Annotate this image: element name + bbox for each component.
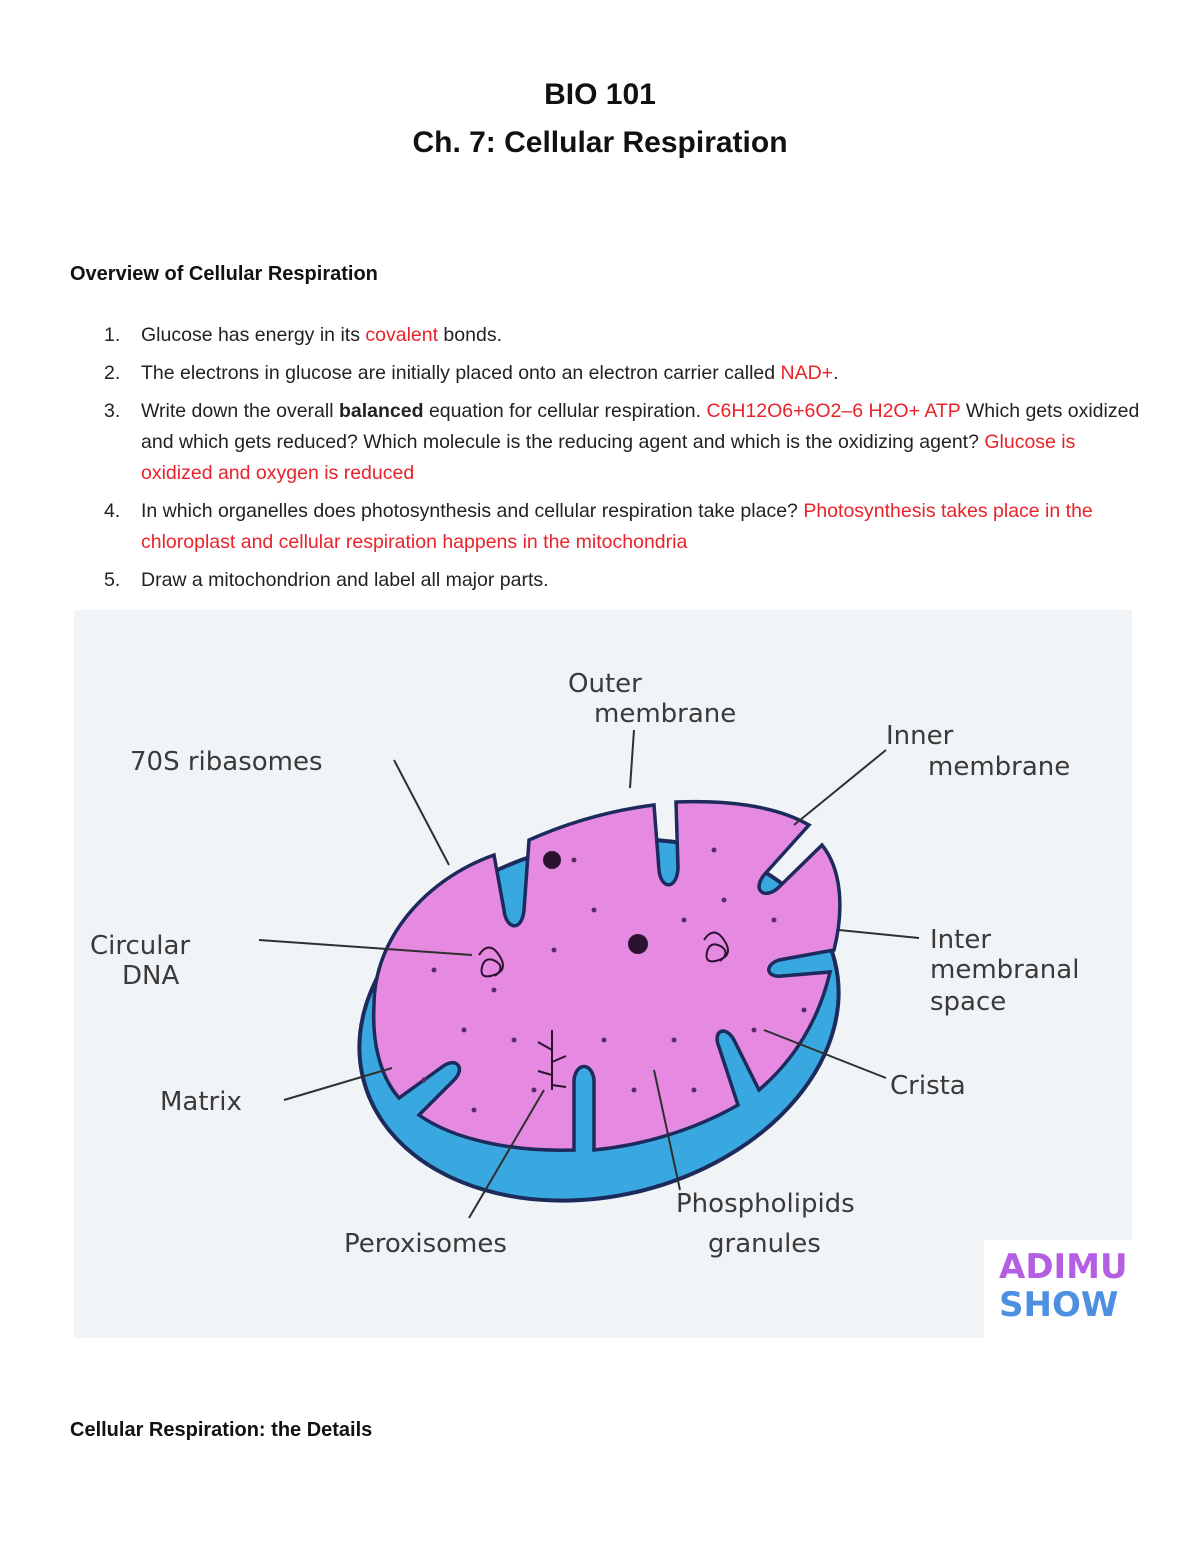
label-outer-line2: membrane [594,699,736,729]
answer-text: covalent [365,324,439,346]
label-dna-line1: Circular [90,931,190,961]
question-item: 1. Glucose has energy in its covalent bon… [70,320,1140,351]
ribosome-cluster [537,1030,567,1090]
label-matrix: Matrix [160,1087,242,1117]
question-number: 1. [104,324,121,346]
question-item: 3. Write down the overall balanced equati… [70,396,1140,489]
question-text: In which organelles does photosynthesis … [141,500,804,522]
circular-dna-shape [478,931,729,978]
question-text: . [833,362,839,384]
logo-backdrop [984,1240,1132,1338]
label-inter-line3: space [930,987,1006,1017]
document-title: BIO 101 [544,78,656,111]
label-dna-line2: DNA [122,961,179,991]
section-heading-overview: Overview of Cellular Respiration [70,263,378,285]
label-inner-line2: membrane [928,752,1070,782]
question-text: Which gets oxidized and which gets reduc… [141,400,1140,453]
label-inter-line2: membranal [930,955,1079,985]
question-text: balanced [338,400,424,422]
label-ribosomes: 70S ribasomes [130,747,323,777]
answer-text: NAD+ [780,362,834,384]
question-text: The electrons in glucose are initially p… [141,362,781,384]
section-heading-details: Cellular Respiration: the Details [70,1419,373,1441]
question-item: 2. The electrons in glucose are initially… [70,358,1140,389]
watermark-logo-line2: SHOW [999,1285,1118,1325]
question-text: equation for cellular respiration. [423,400,707,422]
question-text: Draw a mitochondrion and label all major… [141,569,549,591]
question-number: 5. [104,569,121,591]
question-number: 2. [104,362,121,384]
question-list: 1. Glucose has energy in its covalent bon… [70,320,1140,603]
matrix-granule-large [628,934,648,954]
question-number: 4. [104,500,121,522]
label-crista: Crista [890,1071,966,1101]
answer-text: Glucose is oxidized and oxygen is reduce… [141,431,1076,484]
phospholipid-granule [543,851,561,869]
label-inter-line1: Inter [930,925,991,955]
label-phospholipids-line1: Phospholipids [676,1189,855,1219]
document-subtitle: Ch. 7: Cellular Respiration [412,126,788,159]
question-item: 5. Draw a mitochondrion and label all maj… [70,565,1140,596]
matrix-shape [371,799,842,1152]
mitochondrion-diagram: Outer membrane Inner membrane 70S ribaso… [74,610,1132,1338]
label-peroxisomes: Peroxisomes [344,1229,507,1259]
label-outer-line1: Outer [568,669,642,699]
question-number: 3. [104,400,121,422]
question-text: bonds. [438,324,502,346]
question-item: 4. In which organelles does photosynthesi… [70,496,1140,558]
answer-text: C6H12O6+6O2–6 H2O+ ATP [706,400,961,422]
question-text: Write down the overall [141,400,339,422]
watermark-logo-line1: ADIMU [999,1247,1128,1287]
leader-lines [258,729,920,1219]
label-inner-line1: Inner [886,721,954,751]
question-text: Glucose has energy in its [141,324,366,346]
label-phospholipids-line2: granules [708,1229,821,1259]
answer-text: Photosynthesis takes place in the chloro… [141,500,1093,553]
